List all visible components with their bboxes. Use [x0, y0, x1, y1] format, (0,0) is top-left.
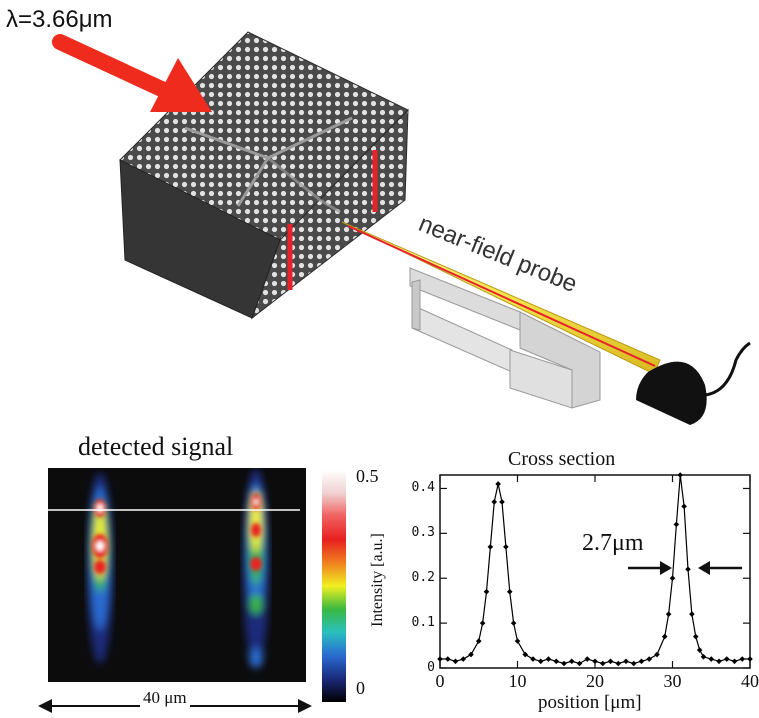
data-point	[584, 656, 591, 662]
data-point	[483, 588, 490, 595]
data-point	[681, 503, 687, 510]
data-point	[503, 544, 509, 550]
data-point	[530, 656, 536, 662]
data-point	[522, 651, 529, 658]
data-point	[677, 472, 684, 478]
y-tick-label: 0	[427, 660, 435, 675]
setup-illustration	[52, 31, 751, 425]
data-point	[576, 660, 583, 667]
wavelength-label: λ=3.66μm	[6, 6, 113, 33]
data-point	[661, 633, 668, 640]
x-tick-label: 40	[741, 671, 759, 691]
y-tick-label: 0.2	[411, 570, 435, 586]
colorbar-max-label: 0.5	[356, 466, 379, 486]
data-point	[673, 521, 680, 528]
scale-bar-label: 40 μm	[140, 688, 190, 708]
x-axis-label: position [μm]	[538, 692, 642, 713]
y-tick-label: 0.3	[411, 525, 435, 541]
fwhm-arrows	[628, 561, 742, 575]
crystal-side-face	[119, 159, 281, 319]
incident-beam-arrow-icon	[52, 34, 212, 112]
data-point	[689, 611, 695, 617]
data-point	[692, 633, 699, 640]
detected-signal-title: detected signal	[78, 432, 234, 461]
x-tick-label: 0	[435, 671, 445, 691]
data-point	[716, 658, 722, 665]
data-point	[437, 656, 443, 662]
data-point	[708, 656, 715, 662]
data-point	[623, 658, 629, 665]
chart-title: Cross section	[508, 448, 616, 470]
y-tick-label: 0.4	[411, 480, 435, 496]
data-point	[665, 611, 672, 617]
data-point	[669, 575, 676, 582]
data-point	[607, 658, 614, 665]
data-point	[592, 658, 598, 665]
data-point	[495, 481, 501, 487]
arrow-left-icon	[698, 561, 710, 575]
data-point	[646, 656, 653, 662]
data-point	[723, 656, 730, 662]
photonic-crystal-block-icon	[119, 31, 409, 320]
data-point	[475, 638, 482, 644]
probe-stage-icon	[409, 267, 601, 409]
y-tick-label: 0.1	[411, 615, 435, 631]
x-tick-label: 20	[586, 671, 604, 691]
data-point	[630, 660, 637, 667]
data-point	[553, 658, 560, 665]
data-point	[452, 658, 459, 665]
x-tick-label: 10	[508, 671, 527, 691]
colorbar-min-label: 0	[356, 678, 365, 698]
x-tick-label: 30	[663, 671, 682, 691]
data-point	[545, 656, 552, 662]
data-point	[568, 658, 575, 665]
near-field-probe-icon	[341, 221, 661, 375]
data-point	[599, 660, 606, 667]
detector-icon	[636, 341, 751, 425]
data-point	[468, 651, 474, 658]
data-point	[654, 651, 660, 658]
fwhm-annotation: 2.7μm	[582, 530, 644, 556]
data-point	[506, 588, 513, 595]
data-point	[561, 660, 567, 667]
data-point	[700, 653, 707, 660]
intensity-colorbar	[322, 470, 346, 702]
data-point	[444, 656, 451, 662]
data-point	[685, 566, 691, 573]
data-point	[739, 656, 746, 662]
data-point	[696, 647, 703, 653]
data-point	[514, 638, 521, 644]
data-point	[491, 499, 498, 505]
data-point	[747, 656, 753, 662]
data-point	[479, 620, 486, 626]
data-point	[638, 658, 645, 665]
arrow-right-icon	[660, 561, 672, 575]
data-point	[487, 544, 494, 550]
data-point	[499, 499, 505, 505]
data-point	[615, 660, 622, 667]
data-point	[731, 658, 738, 665]
data-point	[510, 620, 517, 626]
signal-heatmap	[48, 468, 306, 682]
data-point	[537, 658, 544, 665]
data-point	[460, 656, 467, 662]
